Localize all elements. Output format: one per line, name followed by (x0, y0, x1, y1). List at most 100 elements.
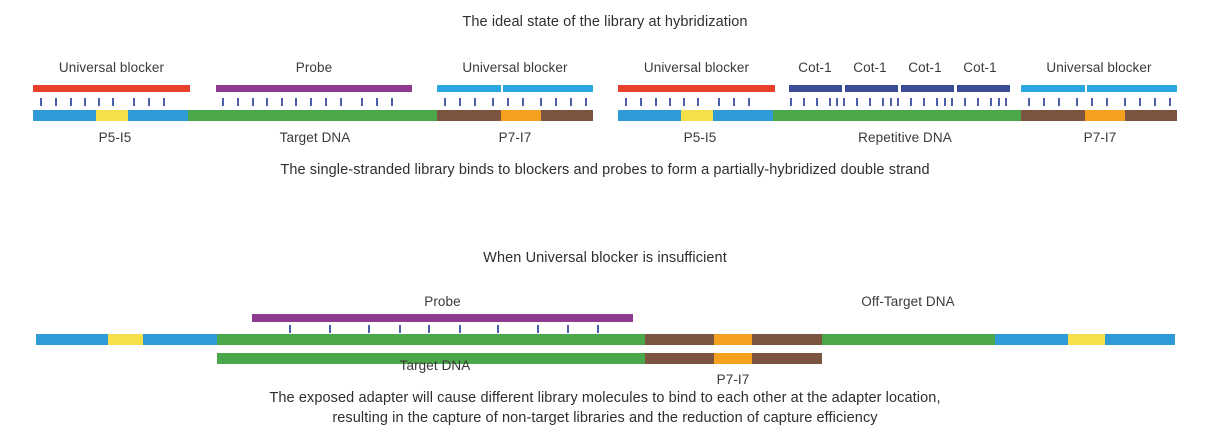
ticks-p5-right (733, 98, 735, 106)
i5-index-yellow (108, 334, 143, 345)
ticks-repetitive (803, 98, 805, 106)
ticks-p5-left (98, 98, 100, 106)
p5-adapter-blue-1 (33, 110, 96, 121)
ticks-p7-left (444, 98, 446, 106)
universal-blocker-blue-a (437, 85, 501, 92)
p7-adapter-brown-1 (437, 110, 501, 121)
cot1-bar-3 (901, 85, 954, 92)
ticks-p5-right (718, 98, 720, 106)
ticks-repetitive (923, 98, 925, 106)
ideal-state-bottom-label: P7-I7 (1083, 130, 1117, 145)
probe-bar-lower (252, 314, 633, 322)
ticks-probe-lower (428, 325, 430, 333)
ticks-probe-lower (497, 325, 499, 333)
ticks-probe-lower (459, 325, 461, 333)
ticks-repetitive (882, 98, 884, 106)
target-dna-green (217, 334, 645, 345)
p7-adapter-brown-1 (645, 353, 714, 364)
ticks-p7-left (585, 98, 587, 106)
ticks-p7-right (1091, 98, 1093, 106)
ticks-p7-right (1154, 98, 1156, 106)
ticks-p5-right (748, 98, 750, 106)
ticks-p5-right (669, 98, 671, 106)
ideal-state-bottom-label: P5-I5 (98, 130, 132, 145)
ticks-repetitive (856, 98, 858, 106)
ticks-probe-lower (567, 325, 569, 333)
ticks-repetitive (964, 98, 966, 106)
ideal-state-top-label: Probe (295, 60, 333, 75)
ideal-state-bottom-label: Target DNA (279, 130, 351, 145)
universal-blocker-red-left (33, 85, 190, 92)
i7-index-orange (714, 334, 752, 345)
ticks-probe (376, 98, 378, 106)
ideal-state-top-label: Universal blocker (462, 60, 568, 75)
ideal-state-bottom-label: Repetitive DNA (858, 130, 952, 145)
ticks-probe-lower (289, 325, 291, 333)
ticks-p5-left (40, 98, 42, 106)
ideal-state-caption: The single-stranded library binds to blo… (280, 162, 930, 178)
insufficient-blocker-top-label: Off-Target DNA (861, 294, 955, 309)
ticks-p7-left (522, 98, 524, 106)
ticks-p5-right (655, 98, 657, 106)
cot1-bar-4 (957, 85, 1010, 92)
universal-blocker-blue-d (1087, 85, 1177, 92)
cot1-bar-1 (789, 85, 842, 92)
universal-blocker-blue-c (1021, 85, 1085, 92)
ideal-state-top-label: Cot-1 (853, 60, 887, 75)
ticks-p5-left (112, 98, 114, 106)
ticks-probe (361, 98, 363, 106)
ticks-p7-right (1169, 98, 1171, 106)
insufficient-blocker-caption-line1: The exposed adapter will cause different… (269, 390, 941, 406)
ticks-probe (310, 98, 312, 106)
ticks-p7-right (1058, 98, 1060, 106)
ideal-state-top-label: Cot-1 (798, 60, 832, 75)
ticks-repetitive (1005, 98, 1007, 106)
universal-blocker-blue-b (503, 85, 593, 92)
ideal-state-top-label: Cot-1 (908, 60, 942, 75)
ticks-p5-left (84, 98, 86, 106)
ticks-repetitive (990, 98, 992, 106)
ticks-probe (295, 98, 297, 106)
p7-adapter-brown-1 (1021, 110, 1085, 121)
cot1-bar-2 (845, 85, 898, 92)
ticks-p7-left (540, 98, 542, 106)
ticks-p7-left (492, 98, 494, 106)
ticks-p5-right (683, 98, 685, 106)
universal-blocker-red-right (618, 85, 775, 92)
ticks-repetitive (936, 98, 938, 106)
ticks-repetitive (790, 98, 792, 106)
ticks-p7-left (474, 98, 476, 106)
ideal-state-top-label: Universal blocker (643, 60, 750, 75)
ticks-p7-right (1124, 98, 1126, 106)
i7-index-orange (714, 353, 752, 364)
adapter-blue-1 (995, 334, 1068, 345)
p7-adapter-brown-2 (541, 110, 593, 121)
p7-adapter-brown-2 (752, 353, 822, 364)
ticks-probe-lower (399, 325, 401, 333)
ticks-probe-lower (597, 325, 599, 333)
ticks-probe-lower (537, 325, 539, 333)
p7-adapter-brown-1 (645, 334, 714, 345)
ticks-probe (266, 98, 268, 106)
ticks-p7-right (1043, 98, 1045, 106)
ticks-repetitive (836, 98, 838, 106)
ticks-p7-left (555, 98, 557, 106)
ideal-state-top-label: Universal blocker (1046, 60, 1152, 75)
repetitive-dna-green (773, 110, 1021, 121)
p7-adapter-brown-2 (1125, 110, 1177, 121)
probe-bar (216, 85, 412, 92)
ticks-probe (391, 98, 393, 106)
insufficient-blocker-bottom-label: P7-I7 (716, 372, 750, 387)
ideal-state-top-label: Universal blocker (58, 60, 165, 75)
p5-adapter-blue-2 (128, 110, 188, 121)
ticks-repetitive (829, 98, 831, 106)
p5-adapter-blue-2 (143, 334, 217, 345)
target-dna-green (217, 353, 645, 364)
ticks-repetitive (890, 98, 892, 106)
ticks-p5-left (163, 98, 165, 106)
ticks-p5-left (133, 98, 135, 106)
ticks-p5-left (55, 98, 57, 106)
ticks-repetitive (816, 98, 818, 106)
ticks-p7-right (1028, 98, 1030, 106)
